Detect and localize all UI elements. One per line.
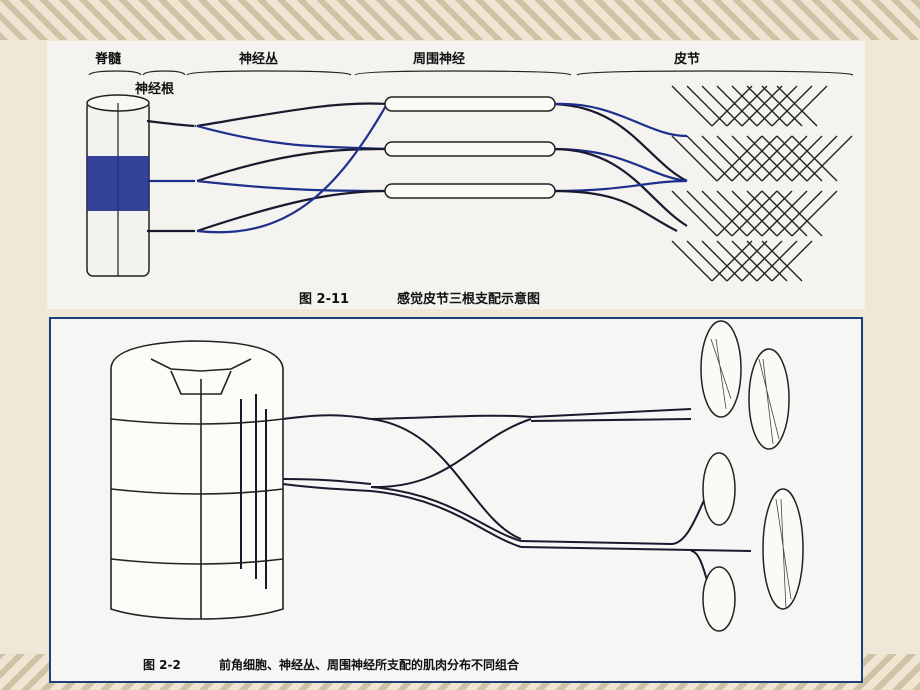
spinal-cord-column bbox=[86, 94, 150, 277]
label-peripheral-nerve: 周围神经 bbox=[413, 51, 465, 67]
dermatome-figure: 脊髓 神经根 神经丛 周围神经 皮节 bbox=[47, 41, 865, 309]
peripheral-nerve-tubes bbox=[384, 96, 556, 199]
muscle-innervation-diagram: 图 2-2 前角细胞、神经丛、周围神经所支配的肌肉分布不同组合 bbox=[110, 320, 804, 672]
muscle-shapes bbox=[700, 320, 804, 632]
label-nerve-root: 神经根 bbox=[135, 81, 175, 97]
caption-text: 前角细胞、神经丛、周围神经所支配的肌肉分布不同组合 bbox=[219, 657, 520, 672]
muscle-innervation-figure: 图 2-2 前角细胞、神经丛、周围神经所支配的肌肉分布不同组合 bbox=[49, 317, 863, 683]
nerve-fibers bbox=[146, 102, 688, 234]
dermatome-hatching bbox=[667, 81, 853, 282]
dermatome-diagram: 脊髓 神经根 神经丛 周围神经 皮节 bbox=[86, 51, 854, 307]
label-spinal-cord: 脊髓 bbox=[94, 51, 122, 67]
caption-text: 感觉皮节三根支配示意图 bbox=[397, 291, 540, 307]
caption-number: 图 2-11 bbox=[299, 292, 349, 307]
decorative-top-border bbox=[0, 0, 920, 40]
label-dermatome: 皮节 bbox=[673, 51, 700, 67]
label-plexus: 神经丛 bbox=[239, 51, 278, 67]
spinal-cord-block bbox=[110, 340, 284, 620]
axon-bundles bbox=[240, 394, 752, 595]
caption-number: 图 2-2 bbox=[143, 658, 181, 672]
label-brackets bbox=[88, 70, 854, 76]
muscle-stipple bbox=[710, 338, 792, 610]
